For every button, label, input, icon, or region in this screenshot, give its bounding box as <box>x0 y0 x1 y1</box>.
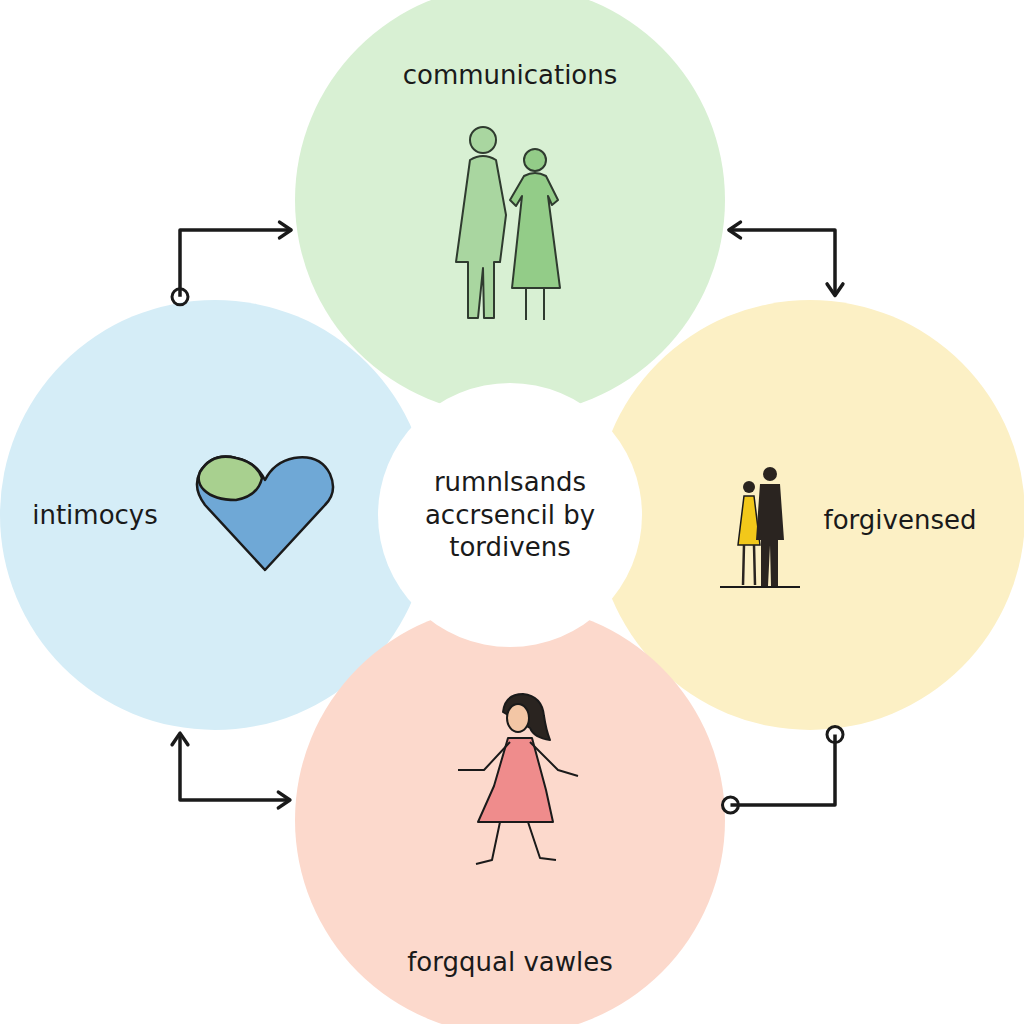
line-end-loop <box>172 289 188 305</box>
connector-line <box>180 230 291 297</box>
connector-line <box>180 733 290 800</box>
connector-arrow <box>172 733 290 808</box>
connector-line <box>730 735 835 805</box>
line-end-loop <box>827 727 843 743</box>
connector-arrow <box>172 222 291 305</box>
arrow-head <box>172 733 188 745</box>
arrow-head <box>729 222 741 238</box>
connector-arrow <box>729 222 843 295</box>
node-label: forgqual vawles <box>360 946 660 979</box>
node-label: forgivensed <box>800 504 1000 537</box>
connector-arrow <box>722 727 843 813</box>
circle-node: communications <box>295 0 725 415</box>
circle-node: rumnlsands accrsencil by tordivens <box>378 383 642 647</box>
node-label: intimocys <box>10 499 180 532</box>
arrow-head <box>280 222 292 238</box>
arrow-head <box>827 284 843 296</box>
connector-line <box>729 230 835 295</box>
arrow-head <box>278 792 290 808</box>
line-end-loop <box>722 797 738 813</box>
node-label: rumnlsands accrsencil by tordivens <box>399 466 621 564</box>
node-label: communications <box>330 59 690 92</box>
